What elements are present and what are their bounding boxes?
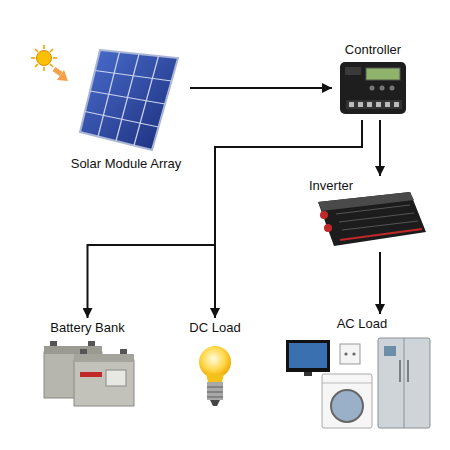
inverter-fin [342,221,418,230]
sun-rays [31,45,57,71]
bulb-icon [199,346,231,406]
washer-panel [322,383,372,384]
sun-disc [37,51,52,66]
bulb-thread [207,386,223,388]
terminal [349,102,354,107]
flow-arrow [88,120,363,318]
panel-grid-line [95,71,172,82]
controller-lcd [366,68,400,80]
inverter-stripe [340,229,422,240]
inverter-body [318,192,426,246]
controller-button [380,86,385,91]
bulb-thread [207,396,223,398]
socket-hole [344,352,347,355]
sun-ray [35,49,38,52]
sun-ray [35,64,38,67]
battery-bank-node: Battery Bank [35,318,140,412]
sun-ray [50,49,53,52]
inverter-node: Inverter [305,176,433,252]
fridge-body [378,338,430,428]
component-label: Controller [345,42,401,57]
flow-arrow [190,87,332,89]
inverter-device [318,192,426,246]
fridge-handle [407,360,409,382]
inverter-terminal [324,224,332,232]
battery-lid [44,346,102,354]
inverter-terminal [320,211,328,219]
panel-grid-line [85,112,159,128]
inverter-fins [336,205,418,230]
battery-terminal [88,341,95,346]
controller-button [370,86,375,91]
tv-body [286,340,330,372]
controller-body [340,62,406,114]
sun-ray [43,45,45,49]
sun-ray [50,64,53,67]
flow-arrow [379,252,381,314]
sun-arrow [54,69,61,74]
inverter-fin [336,205,410,214]
socket-plate [340,344,360,364]
battery-terminal [120,349,127,354]
controller-button [390,86,395,91]
washer-body [322,374,372,428]
fridge-split [404,338,405,428]
bulb-thread [207,391,223,393]
terminal [385,102,390,107]
component-label: DC Load [189,320,240,335]
terminal [394,102,399,107]
battery-terminal [50,341,57,346]
flow-arrow [379,120,381,176]
dc-load-node: DC Load [180,318,250,412]
bulb-tip [210,400,220,406]
battery-terminal [80,349,87,354]
sun-ray [31,57,35,59]
bulb-glass [199,346,231,378]
panel-frame [80,50,178,150]
component-label: Battery Bank [50,320,124,335]
component-label: Inverter [309,178,353,193]
inverter-fin [339,213,414,222]
washer-door [331,390,363,422]
socket-hole [352,352,355,355]
controller-logo [345,67,361,75]
terminal [367,102,372,107]
battery-lid [74,354,134,362]
component-label: AC Load [337,316,388,331]
controller-device [340,62,406,114]
battery-stripe [80,372,102,377]
sun-ray [53,57,57,59]
battery-icon [44,341,134,406]
battery-sticker [106,370,126,386]
tv-stand [304,372,312,376]
solar-panel [80,50,178,150]
sun-arrow-head [57,70,68,81]
sun-icon [31,45,57,71]
solar-array-node: Solar Module Array [62,45,190,173]
sun-ray [43,67,45,71]
controller-node: Controller [332,40,414,120]
inverter-top [318,192,414,211]
ac-load-node: AC Load [282,314,442,434]
panel-grid-line [90,91,165,104]
battery-body [74,360,134,406]
terminal-strip [346,100,402,109]
tv-screen [289,343,327,368]
fridge-display [384,346,396,356]
panel-grid [85,52,172,146]
flow-arrow [215,120,362,318]
terminal [358,102,363,107]
bulb-base [207,382,223,400]
fridge-handle [399,360,401,382]
component-label: Solar Module Array [71,156,182,171]
appliances-icon [286,338,430,428]
bulb-neck [206,374,224,382]
terminal [376,102,381,107]
